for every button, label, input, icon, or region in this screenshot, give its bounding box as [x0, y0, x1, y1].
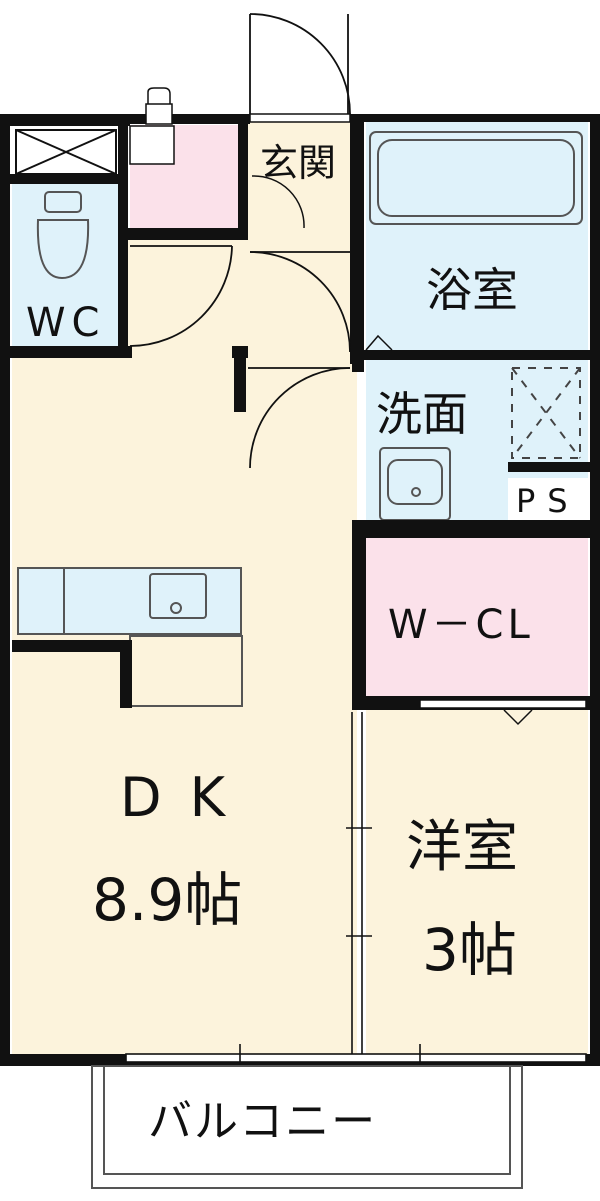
wcl-floor	[366, 538, 588, 698]
label-wc: WC	[26, 300, 105, 346]
balcony	[91, 1065, 523, 1189]
label-dk-name: DK	[120, 766, 253, 829]
label-bath: 浴室	[426, 263, 518, 317]
label-western-size: 3帖	[422, 916, 517, 984]
label-wcl: W－CL	[388, 602, 534, 648]
label-western-name: 洋室	[406, 815, 518, 880]
label-dk-size: 8.9帖	[92, 866, 242, 934]
western-floor	[366, 708, 588, 1054]
genkan-floor	[246, 120, 358, 240]
sliding-partition	[346, 712, 372, 1054]
doors	[129, 13, 587, 726]
toilet-icon	[36, 191, 90, 280]
hall-floor	[126, 240, 358, 358]
kitchen-counter	[17, 567, 243, 707]
washing-machine-space	[511, 367, 581, 459]
sink-icon	[149, 573, 207, 619]
meter-box	[15, 129, 117, 175]
label-ps: PS	[516, 482, 580, 520]
wc-floor	[12, 180, 122, 350]
bath-floor	[366, 120, 588, 350]
balcony-windows	[125, 1044, 587, 1066]
bathtub-icon	[369, 131, 583, 225]
label-genkan: 玄関	[260, 141, 336, 185]
floor-fills	[12, 120, 588, 1055]
label-washroom: 洗面	[376, 387, 468, 441]
label-balcony: バルコニー	[148, 1096, 377, 1147]
